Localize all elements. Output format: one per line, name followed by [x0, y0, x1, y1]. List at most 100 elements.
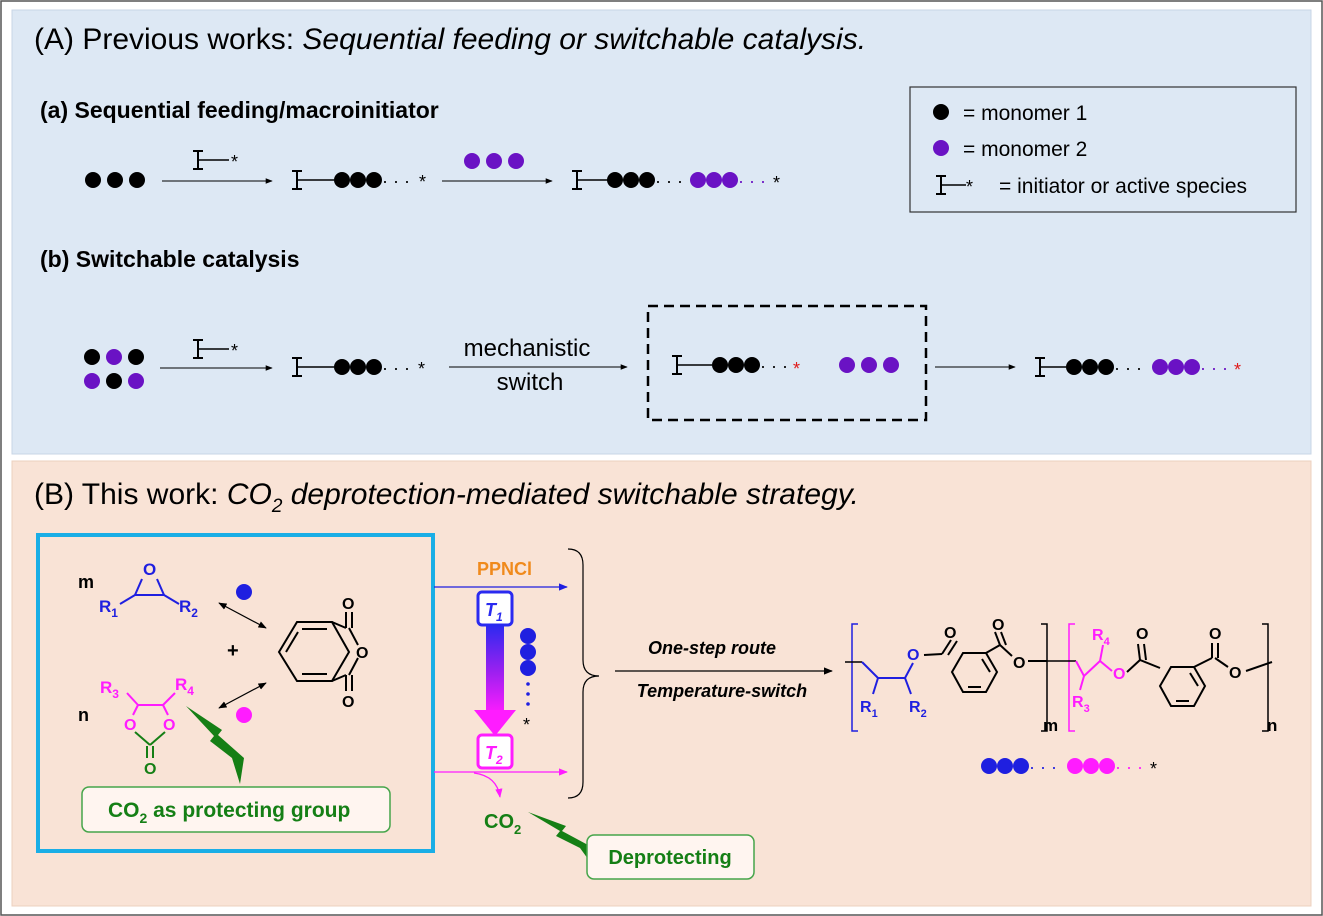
legend: = monomer 1 = monomer 2 * = initiator or… — [909, 86, 1297, 213]
svg-text:· · ·: · · · — [1029, 757, 1057, 777]
mechanistic-switch-label: switch — [497, 369, 564, 396]
catalyst-label: PPNCl — [477, 559, 532, 579]
svg-text:· · ·: · · · — [655, 171, 683, 191]
deprotecting-label-box: Deprotecting — [586, 834, 755, 880]
initiator-symbol: * — [193, 339, 238, 361]
svg-text:O: O — [143, 560, 156, 579]
svg-text:· · ·: · · · — [1115, 757, 1143, 777]
lightning-bolt-icon — [186, 706, 244, 784]
svg-text:O: O — [1113, 666, 1125, 683]
svg-text:*: * — [1150, 759, 1157, 779]
row-a-sequential: * · · · * · · · · · · * — [85, 150, 780, 193]
svg-text:n: n — [1267, 716, 1277, 735]
svg-text:· · ·: · · · — [382, 171, 410, 191]
product-copolymer-structure: m n R1 R2 O O O O — [845, 617, 1277, 735]
svg-text:O: O — [992, 617, 1004, 634]
svg-text:*: * — [793, 359, 800, 379]
route-label-top: One-step route — [648, 638, 776, 658]
svg-text:· · ·: · · · — [738, 171, 766, 191]
svg-text:O: O — [1209, 626, 1221, 643]
cyclic-carbonate-structure: n R3 R4 O O O — [78, 675, 194, 778]
epoxide-monomer-marker — [236, 584, 252, 600]
svg-text:O: O — [944, 625, 956, 642]
svg-text:O: O — [342, 694, 354, 711]
svg-text:*: * — [773, 173, 780, 193]
svg-text:*: * — [231, 152, 238, 172]
carbonate-monomer-marker — [236, 707, 252, 723]
switch-intermediate-box — [646, 304, 928, 422]
block-copolymer-chain: · · · · · · * — [1035, 357, 1241, 380]
svg-text:O: O — [1229, 665, 1241, 682]
svg-text:*: * — [231, 341, 238, 361]
svg-text:T1: T1 — [485, 600, 503, 624]
legend-monomer2-label: = monomer 2 — [963, 138, 1087, 161]
route-label-bottom: Temperature-switch — [637, 681, 807, 701]
svg-text:O: O — [124, 717, 136, 734]
svg-text:· · ·: · · · — [760, 356, 788, 376]
svg-text:m: m — [1043, 716, 1058, 735]
svg-text:*: * — [419, 172, 426, 192]
svg-text:· · ·: · · · — [382, 358, 410, 378]
legend-initiator-marker: * — [936, 175, 973, 197]
svg-text:O: O — [1136, 626, 1148, 643]
svg-text:R3: R3 — [100, 678, 119, 701]
svg-text:R3: R3 — [1072, 694, 1090, 715]
plus-sign: + — [227, 640, 239, 662]
mixed-monomers — [84, 349, 144, 389]
epoxide-structure: m O R1 R2 — [78, 560, 198, 620]
arrow-co2-release — [473, 772, 503, 798]
svg-text:O: O — [356, 645, 368, 662]
svg-text:*: * — [523, 715, 530, 735]
svg-text:m: m — [78, 572, 94, 592]
svg-text:n: n — [78, 705, 89, 725]
product-bead-chain: · · · · · · * — [981, 757, 1157, 779]
subtitle-switchable-catalysis: (b) Switchable catalysis — [40, 246, 299, 272]
svg-text:R2: R2 — [179, 597, 198, 620]
block-copolymer-chain: · · · · · · * — [572, 170, 780, 193]
svg-text:O: O — [144, 761, 156, 778]
panel-b-title: (B) This work: CO2 deprotection-mediated… — [34, 478, 859, 517]
monomer2-trio — [464, 153, 524, 169]
svg-text:*: * — [966, 177, 973, 197]
chain-monomer1: · · · * — [292, 170, 426, 192]
legend-monomer1-marker — [933, 104, 949, 120]
row-b-switchable: * · · · * mechanistic switch · · · * — [84, 304, 1241, 422]
active-chain: · · · * — [672, 355, 800, 379]
svg-text:R2: R2 — [909, 699, 927, 720]
t2-label-box — [476, 733, 514, 770]
curly-brace — [567, 548, 600, 799]
legend-monomer1-label: = monomer 1 — [963, 102, 1087, 125]
svg-text:R1: R1 — [860, 699, 878, 720]
svg-text:R4: R4 — [175, 675, 194, 698]
vertical-chain: * — [520, 628, 536, 735]
legend-initiator-label: = initiator or active species — [999, 175, 1247, 198]
subtitle-sequential-feeding: (a) Sequential feeding/macroinitiator — [40, 97, 439, 123]
svg-text:R4: R4 — [1092, 627, 1111, 648]
svg-text:R1: R1 — [99, 597, 118, 620]
svg-text:O: O — [163, 717, 175, 734]
t1-label-box — [476, 590, 514, 627]
mechanistic-switch-label: mechanistic — [464, 335, 591, 362]
monomer1-trio — [85, 172, 145, 188]
panel-a-title: (A) Previous works: Sequential feeding o… — [34, 23, 866, 56]
svg-text:*: * — [418, 359, 425, 379]
legend-monomer2-marker — [933, 140, 949, 156]
monomer-box — [36, 533, 435, 853]
co2-released-label: CO2 — [484, 811, 521, 837]
svg-text:O: O — [907, 647, 919, 664]
svg-text:CO2 as protecting group: CO2 as protecting group — [108, 799, 350, 826]
double-arrow — [218, 602, 267, 629]
initiator-symbol: * — [193, 150, 238, 172]
protecting-group-label-box: CO2 as protecting group — [81, 786, 391, 833]
svg-text:O: O — [1013, 655, 1025, 672]
double-arrow — [218, 682, 267, 709]
monomer2-trio — [839, 357, 899, 373]
phthalic-anhydride-structure — [277, 612, 359, 691]
temperature-switch-indicator: T1 T2 — [474, 590, 516, 770]
panel-a-background — [11, 9, 1312, 455]
chain-monomer1: · · · * — [292, 357, 425, 379]
svg-text:Deprotecting: Deprotecting — [608, 847, 731, 869]
svg-text:T2: T2 — [485, 743, 503, 767]
svg-text:· · ·: · · · — [1114, 358, 1142, 378]
